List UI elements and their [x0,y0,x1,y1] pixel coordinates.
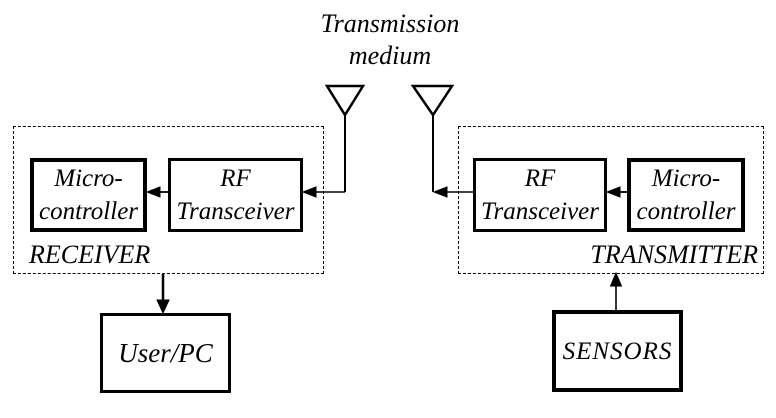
receiver-group: RECEIVER [13,126,324,274]
transmission-medium-label: Transmission medium [320,9,460,70]
sensors-block: SENSORS [552,310,683,392]
transmitter-group-label: TRANSMITTER [590,240,758,269]
receiver-microcontroller-block: Micro- controller [30,158,147,232]
transmitter-microcontroller-block: Micro- controller [627,158,745,232]
antenna-icon-receiver [324,84,366,192]
user-pc-block: User/PC [100,313,231,393]
receiver-rf-transceiver-block: RF Transceiver [168,158,303,232]
transmitter-rf-transceiver-block: RF Transceiver [473,158,607,232]
receiver-group-label: RECEIVER [29,240,151,269]
arrow-receiver-to-userpc [156,274,170,315]
antenna-icon-transmitter [410,84,455,192]
arrow-sensors-to-transmitter [609,271,623,310]
